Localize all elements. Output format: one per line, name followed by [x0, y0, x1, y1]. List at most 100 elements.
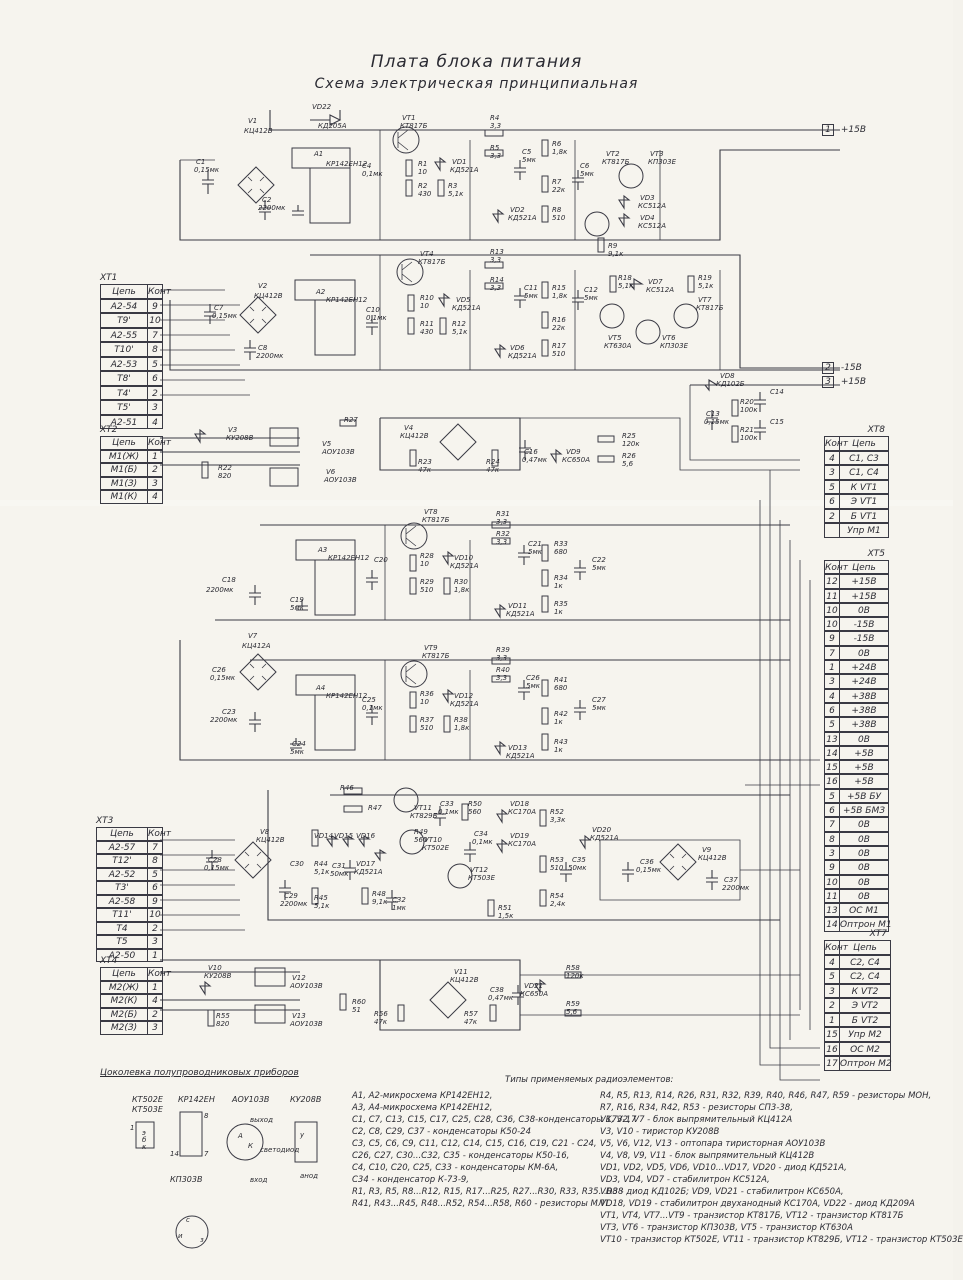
connector-cell: 5: [824, 717, 839, 732]
connector-cell: ОС М1: [839, 903, 889, 918]
component-label-r37: R37: [420, 716, 434, 724]
component-label-r13b: 3,3: [490, 256, 502, 264]
connector-cell: 1: [147, 449, 163, 463]
component-label-r5b: 3,3: [490, 152, 502, 160]
connector-row: 12+15В: [824, 574, 889, 589]
component-label-c10: C10: [366, 306, 380, 314]
component-label-r50: R50: [468, 800, 482, 808]
component-label-r26b: 5,6: [622, 460, 634, 468]
component-label-r41: R41: [554, 676, 568, 684]
connector-row: 1+24В: [824, 660, 889, 675]
connector-cell: +5В: [839, 774, 889, 789]
connector-row: М1(К)4: [100, 490, 163, 504]
svg-text:с: с: [186, 1216, 190, 1224]
section-motor1: [160, 417, 800, 487]
component-label-r22: R22: [218, 464, 232, 472]
connector-cell: 6: [824, 803, 839, 818]
component-label-r49b: 560: [414, 836, 428, 844]
connector-cell: Э VT2: [839, 998, 891, 1013]
component-label-r24b: 47к: [486, 466, 500, 474]
connector-row: T5'3: [100, 400, 163, 415]
component-label-c31b: 50мк: [330, 870, 349, 878]
connector-cell: 9: [824, 860, 839, 875]
component-label-vd20: VD20: [592, 826, 612, 834]
v1-bridge: [237, 166, 275, 204]
component-label-r33: R33: [554, 540, 568, 548]
component-label-vt11b: КТ829Б: [410, 812, 438, 820]
component-label-r59: R59: [566, 1000, 580, 1008]
vt5-transistor: [599, 303, 625, 329]
component-label-r15: R15: [552, 284, 566, 292]
component-label-r24: R24: [486, 458, 500, 466]
connector-cell: 2: [147, 463, 163, 477]
connector-cell: К VT2: [839, 983, 891, 998]
component-label-vd2b: КД521А: [508, 214, 537, 222]
connector-cell: 10: [147, 313, 163, 328]
component-label-v12: V12: [292, 974, 306, 982]
component-label-r39: R39: [496, 646, 510, 654]
component-label-r17b: 510: [552, 350, 566, 358]
connector-cell: Цепь: [96, 827, 147, 841]
connector-cell: А2-50: [96, 948, 147, 962]
component-label-v13: V13: [292, 1012, 306, 1020]
connector-row: Упр М1: [824, 523, 889, 538]
section-minus15v: [169, 254, 840, 371]
component-label-r3: R3: [448, 182, 458, 190]
vt1-transistor: [392, 126, 420, 154]
connector-cell: 10: [824, 617, 839, 632]
connector-cell: Упр М2: [839, 1027, 891, 1042]
connector-cell: 15: [824, 1027, 839, 1042]
component-label-vt3: VT3: [650, 150, 664, 158]
component-label-v12b: АОУ103В: [290, 982, 323, 990]
connector-cell: Б VT1: [839, 508, 889, 523]
note-line: VT3, VT6 - транзистор КП303В, VT5 - тран…: [600, 1223, 853, 1233]
connector-cell: 10: [824, 874, 839, 889]
component-label-vd18: VD18: [510, 800, 530, 808]
connector-cell: T3': [96, 881, 147, 895]
connector-cell: Цепь: [839, 436, 889, 451]
svg-text:7: 7: [204, 1150, 209, 1158]
note-line: V5, V6, V12, V13 - оптопара тиристорная …: [600, 1139, 826, 1149]
svg-text:светодиод: светодиод: [260, 1146, 299, 1154]
note-line: V4, V8, V9, V11 - блок выпрямительный КЦ…: [600, 1151, 815, 1161]
connector-row: 5+38В: [824, 717, 889, 732]
connector-row: М2(Ж)1: [100, 980, 163, 994]
component-label-vt9b: КТ817Б: [422, 652, 450, 660]
note-line: А1, А2-микросхема КР142ЕН12,: [352, 1091, 493, 1101]
component-label-c5: C5: [522, 148, 532, 156]
component-label-vt6: VT6: [662, 334, 676, 342]
component-label-c1b: 0,15мк: [194, 166, 220, 174]
connector-cell: T5: [96, 935, 147, 949]
component-label-r1b: 10: [418, 168, 427, 176]
connector-cell: Оптрон М2: [839, 1056, 892, 1071]
connector-cell: 4: [147, 490, 163, 504]
connector-cell: 11: [824, 888, 839, 904]
connector-cell: 14: [824, 917, 839, 932]
connector-row: T12'8: [96, 854, 163, 868]
component-label-c8b: 2200мк: [256, 352, 284, 360]
component-label-vd12b: КД521А: [450, 700, 479, 708]
connector-cell: +24В: [839, 660, 889, 675]
connector-cell: 1: [147, 948, 163, 962]
connector-cell: 3: [824, 674, 839, 689]
component-label-c38b: 0,47мк: [488, 994, 514, 1002]
svg-text:А: А: [237, 1132, 243, 1140]
component-label-r25b: 120к: [622, 440, 640, 448]
note-line: V3, V10 - тиристор КУ208В: [600, 1127, 720, 1137]
connector-cell: 3: [147, 1021, 163, 1035]
connector-title: XT1: [100, 273, 118, 283]
component-label-r7b: 22к: [552, 186, 566, 194]
component-label-c18b: 2200мк: [206, 586, 234, 594]
connector-cell: 13: [824, 903, 839, 918]
connector-cell: 6: [824, 494, 839, 509]
connector-cell: 15: [824, 760, 839, 775]
